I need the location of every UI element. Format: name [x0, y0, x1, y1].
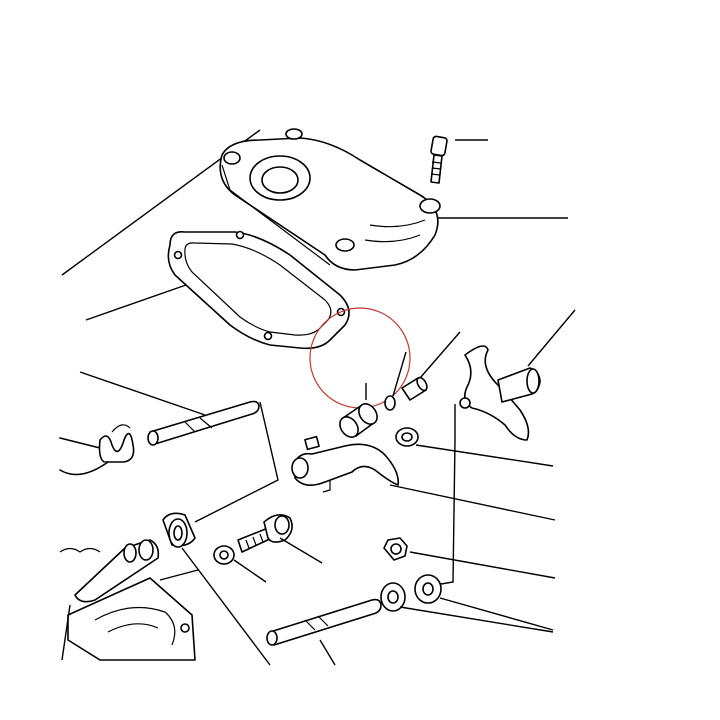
- leader-20a: [399, 606, 554, 633]
- part-23-washer: [213, 545, 235, 565]
- leader-17: [527, 309, 576, 367]
- leader-20b: [439, 597, 554, 631]
- leader-18: [389, 484, 556, 521]
- seal-cup: [162, 512, 196, 548]
- leader-seal-cup: [181, 547, 271, 666]
- leader-0: [79, 371, 206, 416]
- part-17-cam-lever: [459, 345, 541, 441]
- leader-shaft-down: [194, 401, 279, 523]
- part-15-ring: [384, 395, 396, 411]
- leader-25: [279, 537, 323, 564]
- part-25-screw: [237, 514, 293, 553]
- leader-8: [415, 444, 554, 467]
- part-18-lever-arm: [291, 435, 400, 493]
- leader-shaft-20-down: [319, 639, 336, 666]
- lower-housing-fragment: [59, 539, 199, 661]
- leader-16: [419, 331, 461, 379]
- part-14-bushing: [339, 403, 378, 438]
- part-8-washer: [395, 427, 419, 447]
- part-19-nut: [383, 537, 408, 561]
- part-13-bolt: [430, 135, 448, 184]
- part-20-washers: [380, 574, 442, 612]
- part-24-cover-housing: [219, 128, 441, 271]
- leader-15: [392, 351, 407, 397]
- spring: [59, 424, 135, 476]
- part-0-shaft: [147, 400, 260, 446]
- highlight-circle: [309, 307, 411, 409]
- leader-1: [85, 284, 187, 321]
- part-16-pin: [401, 376, 428, 401]
- leader-19: [409, 551, 556, 579]
- leader-17-to-20: [434, 404, 456, 586]
- part-20-shaft: [266, 598, 382, 646]
- leader-23: [233, 559, 267, 583]
